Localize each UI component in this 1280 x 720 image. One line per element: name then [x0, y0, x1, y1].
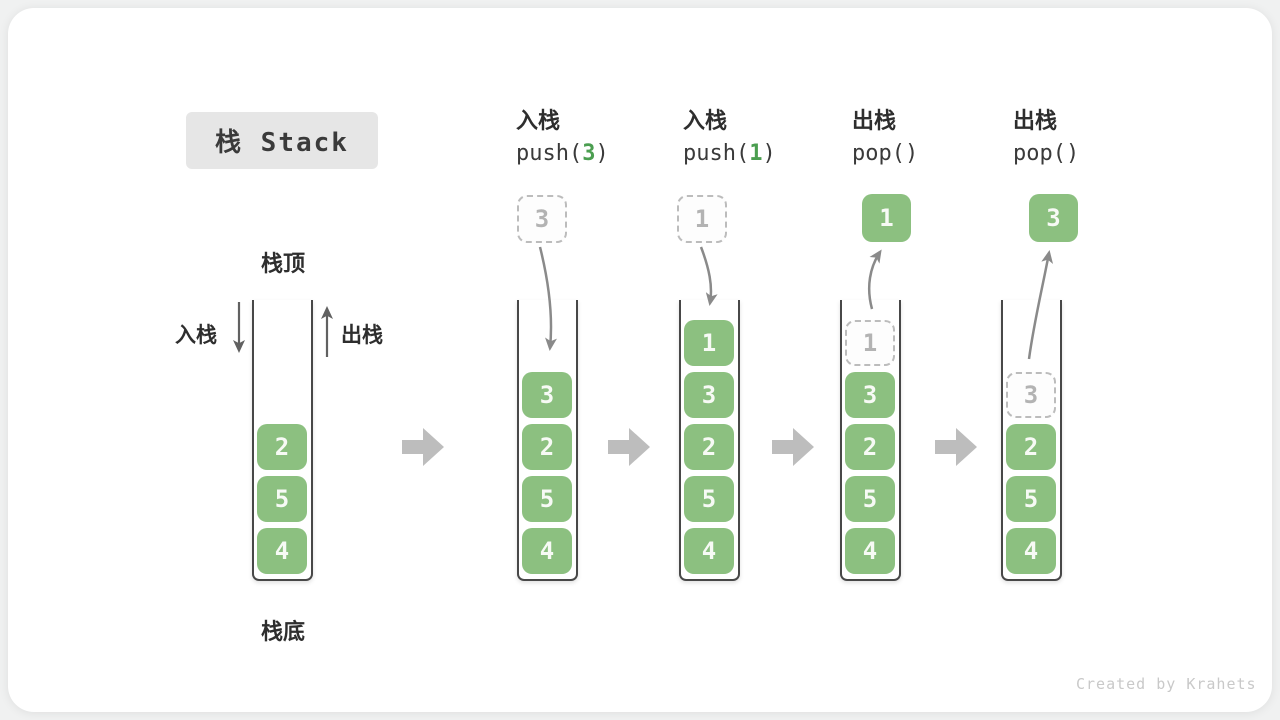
stack-element: 2 [1006, 424, 1056, 470]
popped-value-box: 3 [1029, 194, 1078, 242]
diagram-title: 栈 Stack [215, 128, 349, 158]
stack-element: 4 [845, 528, 895, 574]
code-argument: 3 [582, 141, 596, 166]
stack-element: 3 [522, 372, 572, 418]
stack-element: 5 [684, 476, 734, 522]
operation-name: 入栈 [516, 108, 561, 133]
pop-direction-label: 出栈 [341, 324, 383, 347]
operation-code: pop() [1013, 141, 1079, 166]
stack-element: 5 [845, 476, 895, 522]
operation-code: pop() [852, 141, 918, 166]
code-text: ) [762, 141, 776, 166]
code-text: ) [904, 141, 919, 166]
stack-element: 5 [257, 476, 307, 522]
operation-name: 出栈 [1013, 108, 1058, 133]
stack-element: 4 [684, 528, 734, 574]
incoming-value-box: 3 [517, 195, 567, 243]
stack-container: 1 3 2 5 4 [679, 300, 740, 581]
stack-element: 4 [257, 528, 307, 574]
stack-element: 2 [845, 424, 895, 470]
popped-value-box: 1 [862, 194, 911, 242]
stack-element: 5 [1006, 476, 1056, 522]
operation-name: 入栈 [683, 108, 728, 133]
operation-code: push(1) [683, 141, 776, 166]
removed-element-ghost: 3 [1006, 372, 1056, 418]
stack-element: 2 [684, 424, 734, 470]
stack-container: 3 2 5 4 [1001, 300, 1062, 581]
operation-code: push(3) [516, 141, 609, 166]
removed-element-ghost: 1 [845, 320, 895, 366]
code-text: pop( [1013, 141, 1066, 166]
code-text: ) [595, 141, 609, 166]
incoming-value-box: 1 [677, 195, 727, 243]
code-argument: 1 [749, 141, 763, 166]
stack-container: 1 3 2 5 4 [840, 300, 901, 581]
code-text: ) [1065, 141, 1080, 166]
code-text: push( [516, 141, 583, 166]
stack-element: 3 [684, 372, 734, 418]
operation-name: 出栈 [852, 108, 897, 133]
diagram-title-badge: 栈 Stack [186, 112, 378, 169]
stack-element: 1 [684, 320, 734, 366]
stack-element: 3 [845, 372, 895, 418]
stack-top-label: 栈顶 [260, 251, 305, 276]
stack-element: 4 [522, 528, 572, 574]
stack-bottom-label: 栈底 [260, 619, 305, 644]
stack-element: 2 [257, 424, 307, 470]
stack-container: 2 5 4 [252, 300, 313, 581]
watermark-credit: Created by Krahets [1076, 675, 1257, 693]
push-direction-label: 入栈 [175, 324, 217, 347]
stack-element: 5 [522, 476, 572, 522]
stack-container: 3 2 5 4 [517, 300, 578, 581]
code-text: push( [683, 141, 750, 166]
stack-element: 4 [1006, 528, 1056, 574]
code-text: pop( [852, 141, 905, 166]
stack-element: 2 [522, 424, 572, 470]
